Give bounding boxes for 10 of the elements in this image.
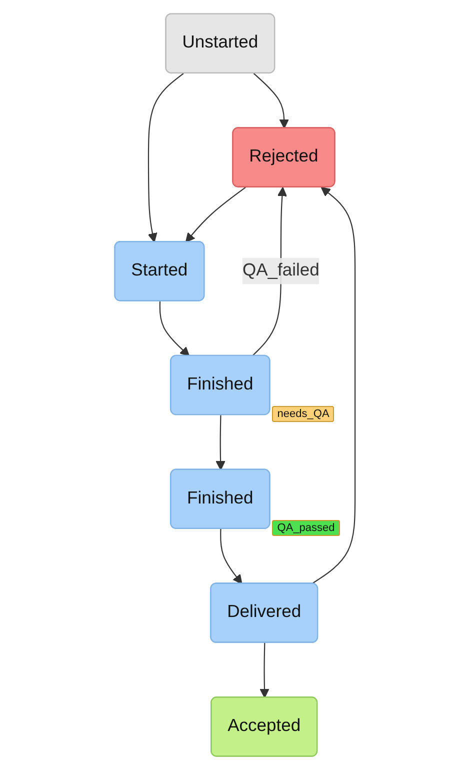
state-label: Unstarted [182,32,258,54]
edge-label: QA_failed [242,257,319,284]
state-label: Started [130,260,188,282]
state-label: Rejected [248,146,318,168]
state-label: Accepted [227,715,300,737]
status-tag: needs_QA [272,406,334,422]
state-label: Finished [186,374,253,396]
status-tag: QA_passed [272,520,340,536]
state-label: Delivered [226,601,301,624]
state-label: Finished [186,488,253,510]
